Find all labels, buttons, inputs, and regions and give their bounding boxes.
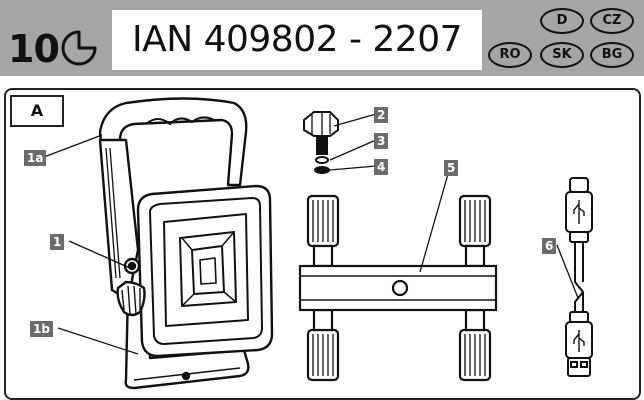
floodlight-drawing (98, 97, 274, 390)
callout-1b: 1b (30, 321, 53, 337)
country-badge-cz: CZ (590, 8, 634, 34)
clock-icon (61, 30, 97, 66)
leader-lines (43, 113, 579, 355)
screw-drawing (303, 111, 339, 155)
panel-label: A (10, 95, 64, 127)
callout-5: 5 (444, 160, 459, 176)
illustration-panel (4, 88, 641, 400)
ian-number: IAN 409802 - 2207 (131, 19, 463, 60)
ian-box: IAN 409802 - 2207 (112, 10, 482, 70)
callout-2: 2 (374, 107, 389, 123)
callout-3: 3 (374, 133, 389, 149)
country-badge-d: D (540, 8, 584, 34)
callout-6: 6 (542, 238, 557, 254)
callout-4: 4 (374, 159, 389, 175)
page-number: 10 (8, 27, 60, 71)
country-badge-sk: SK (540, 42, 584, 68)
country-badge-bg: BG (590, 42, 634, 68)
washer-drawing (314, 156, 330, 174)
callout-1: 1 (50, 234, 65, 250)
bracket-drawing (298, 194, 498, 382)
callout-1a: 1a (24, 150, 47, 166)
usb-symbol-icon (573, 200, 585, 352)
country-badge-ro: RO (488, 42, 532, 68)
header-bar: 10 IAN 409802 - 2207 D CZ RO SK BG (0, 0, 644, 76)
